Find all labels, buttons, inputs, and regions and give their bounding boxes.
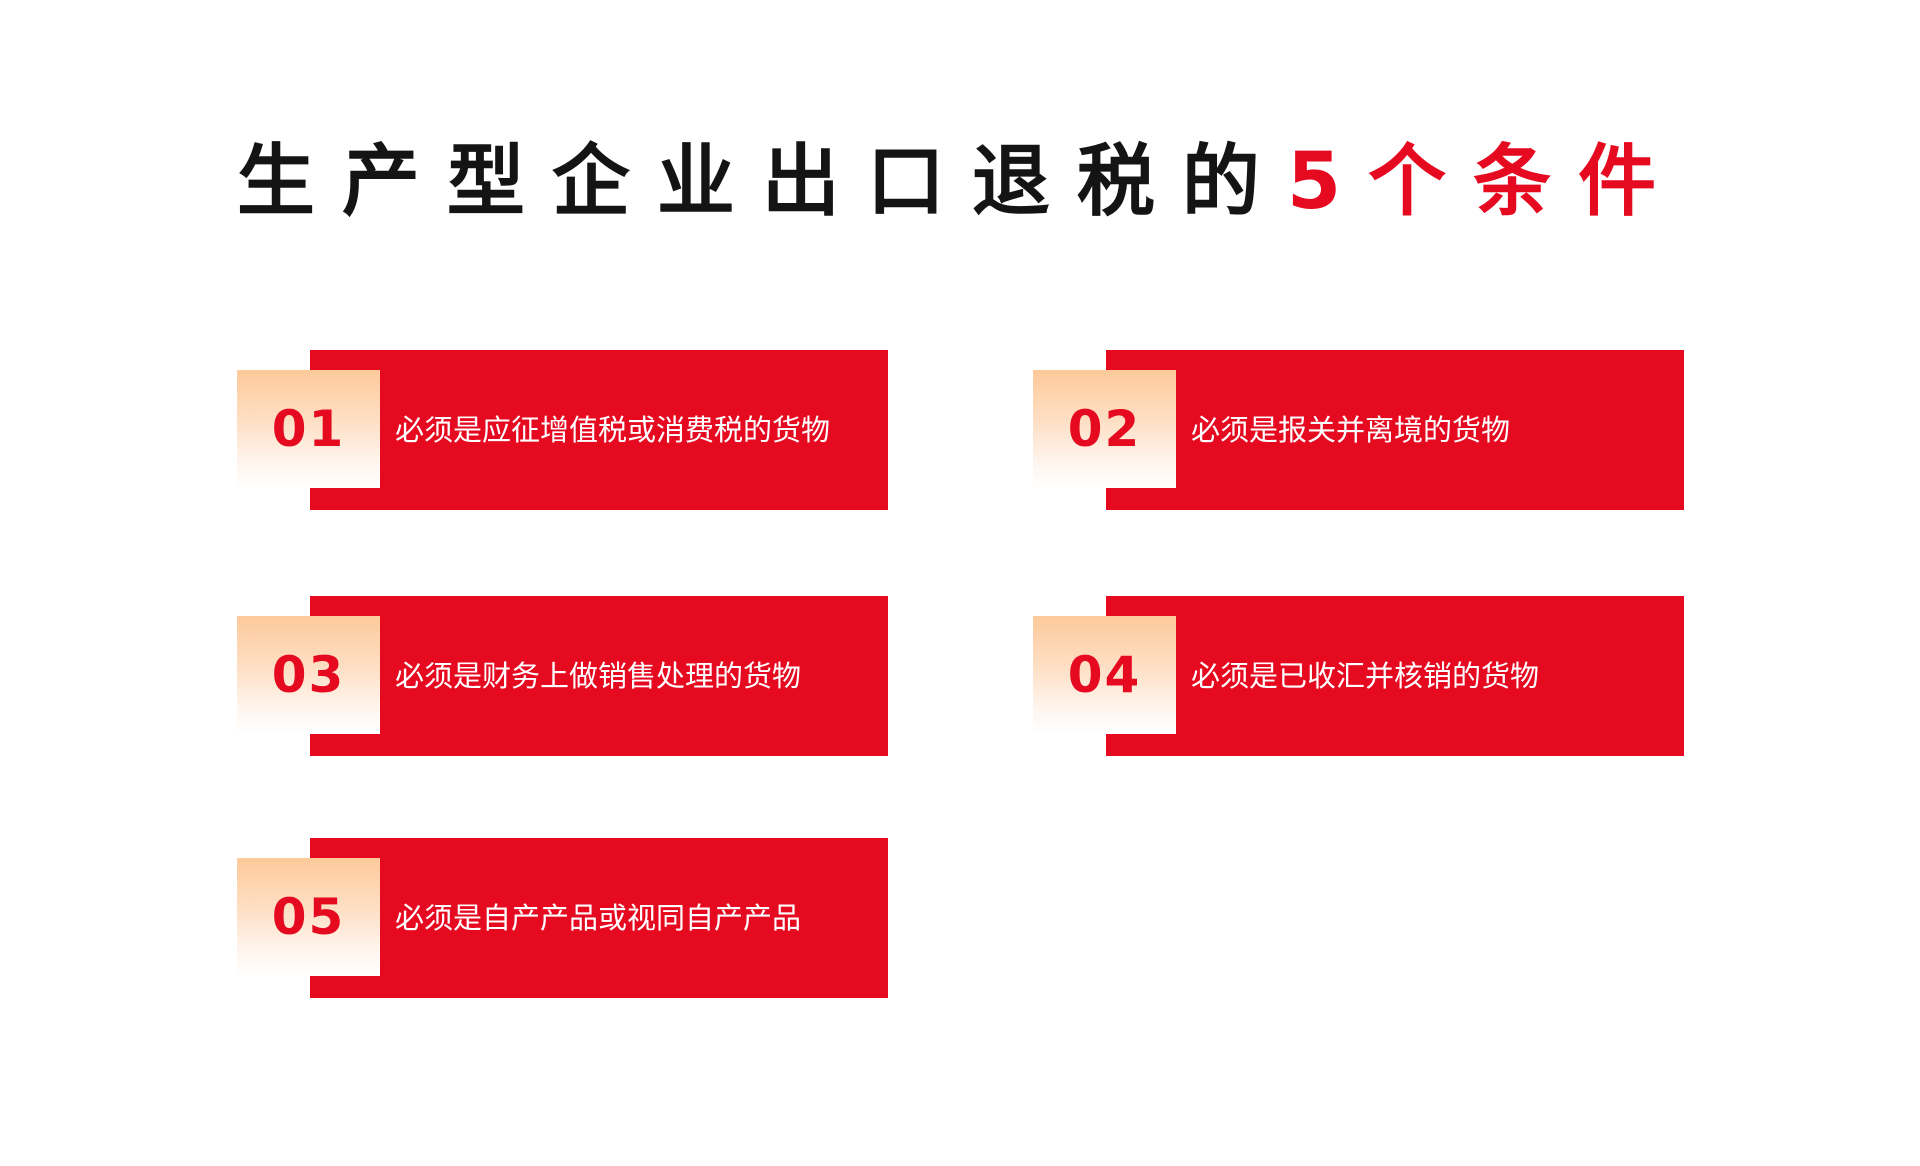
condition-number: 05 [271,888,346,946]
condition-number: 01 [271,400,346,458]
title-main: 生产型企业出口退税的 [236,137,1287,227]
condition-number: 02 [1067,400,1142,458]
condition-card-3: 03 必须是财务上做销售处理的货物 [237,596,888,756]
title-accent: 5个条件 [1286,137,1684,227]
card-bar [310,838,888,998]
number-badge: 04 [1033,616,1176,734]
condition-text: 必须是报关并离境的货物 [1191,413,1511,447]
condition-number: 03 [271,646,346,704]
condition-card-4: 04 必须是已收汇并核销的货物 [1033,596,1684,756]
number-badge: 03 [237,616,380,734]
number-badge: 05 [237,858,380,976]
card-bar [1106,350,1684,510]
condition-text: 必须是应征增值税或消费税的货物 [395,413,831,447]
page-title: 生产型企业出口退税的5个条件 [0,132,1920,232]
condition-text: 必须是已收汇并核销的货物 [1191,659,1540,693]
number-badge: 01 [237,370,380,488]
condition-card-1: 01 必须是应征增值税或消费税的货物 [237,350,888,510]
condition-text: 必须是自产产品或视同自产产品 [395,901,802,935]
card-bar [1106,596,1684,756]
card-bar [310,350,888,510]
condition-number: 04 [1067,646,1142,704]
card-bar [310,596,888,756]
number-badge: 02 [1033,370,1176,488]
condition-card-2: 02 必须是报关并离境的货物 [1033,350,1684,510]
condition-text: 必须是财务上做销售处理的货物 [395,659,802,693]
condition-card-5: 05 必须是自产产品或视同自产产品 [237,838,888,998]
